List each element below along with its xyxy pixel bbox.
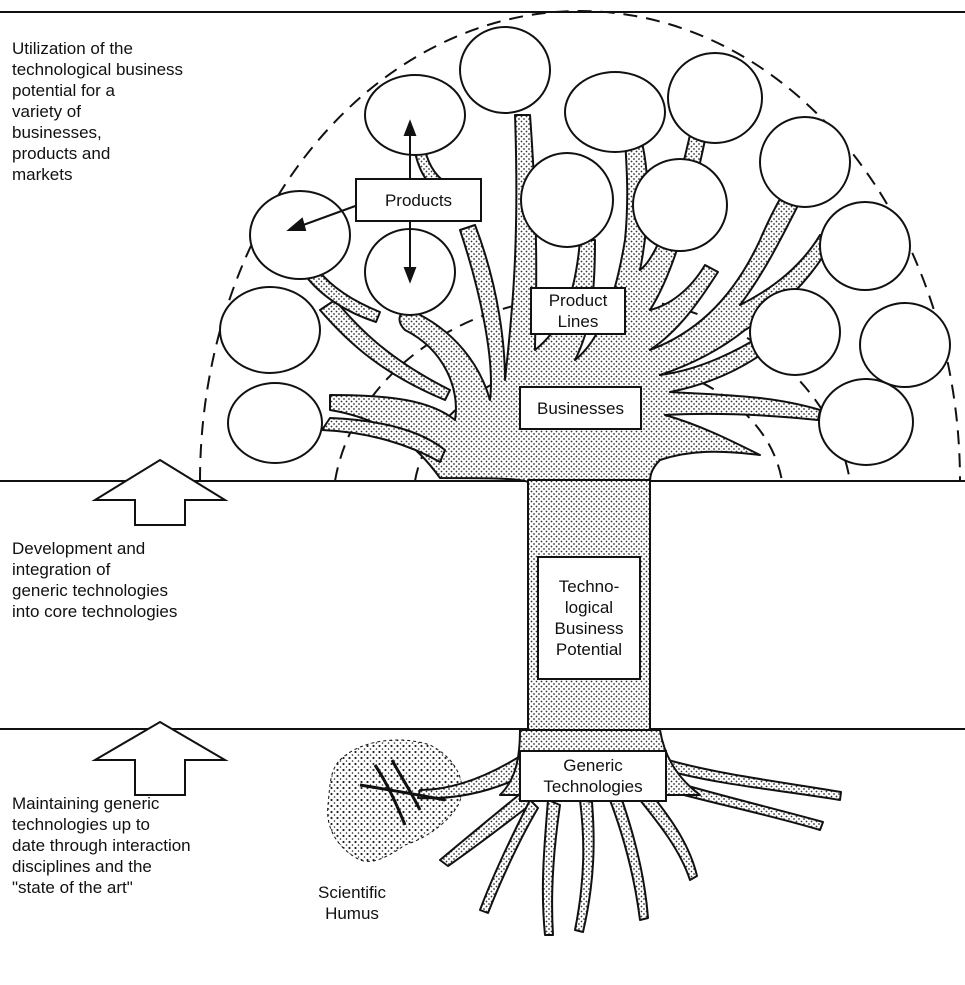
product-lines-box: Product Lines (530, 287, 626, 335)
tbp-label: Potential (556, 639, 622, 660)
product-ellipse (760, 117, 850, 207)
maintaining-line: technologies up to (12, 814, 191, 835)
development-line: Development and (12, 538, 177, 559)
tbp-label: Techno- (559, 576, 619, 597)
development-text: Development and integration of generic t… (12, 538, 177, 622)
humus-line: Humus (318, 903, 386, 924)
utilization-line: technological business (12, 59, 183, 80)
businesses-label: Businesses (537, 398, 624, 419)
utilization-line: potential for a (12, 80, 183, 101)
product-ellipse (460, 27, 550, 113)
maintaining-line: date through interaction (12, 835, 191, 856)
product-ellipse (819, 379, 913, 465)
utilization-line: Utilization of the (12, 38, 183, 59)
utilization-line: products and (12, 143, 183, 164)
product-lines-label: Lines (558, 311, 599, 332)
businesses-box: Businesses (519, 386, 642, 430)
tbp-label: logical (565, 597, 613, 618)
maintaining-text: Maintaining generic technologies up to d… (12, 793, 191, 898)
tbp-label: Business (555, 618, 624, 639)
product-ellipse (220, 287, 320, 373)
development-line: into core technologies (12, 601, 177, 622)
utilization-line: markets (12, 164, 183, 185)
products-label: Products (385, 190, 452, 211)
up-arrow-icon (95, 722, 225, 795)
product-ellipse (668, 53, 762, 143)
product-lines-label: Product (549, 290, 608, 311)
development-line: generic technologies (12, 580, 177, 601)
products-box: Products (355, 178, 482, 222)
product-ellipse (365, 75, 465, 155)
product-ellipse (633, 159, 727, 251)
product-ellipse (521, 153, 613, 247)
product-ellipse (820, 202, 910, 290)
utilization-text: Utilization of the technological busines… (12, 38, 183, 185)
technological-business-potential-box: Techno- logical Business Potential (537, 556, 641, 680)
development-line: integration of (12, 559, 177, 580)
maintaining-line: "state of the art" (12, 877, 191, 898)
product-ellipse (250, 191, 350, 279)
product-ellipse (228, 383, 322, 463)
generic-technologies-box: Generic Technologies (519, 750, 667, 802)
maintaining-line: disciplines and the (12, 856, 191, 877)
maintaining-line: Maintaining generic (12, 793, 191, 814)
product-ellipse (750, 289, 840, 375)
utilization-line: businesses, (12, 122, 183, 143)
utilization-line: variety of (12, 101, 183, 122)
scientific-humus-label: Scientific Humus (318, 882, 386, 924)
product-ellipse (565, 72, 665, 152)
product-ellipse (860, 303, 950, 387)
generic-technologies-label: Technologies (543, 776, 642, 797)
up-arrow-icon (95, 460, 225, 525)
humus-line: Scientific (318, 882, 386, 903)
generic-technologies-label: Generic (563, 755, 623, 776)
